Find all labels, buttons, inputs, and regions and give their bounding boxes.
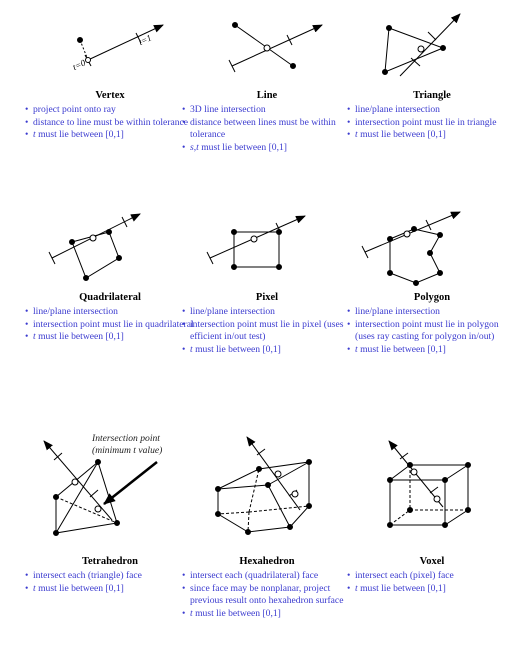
bullet: t must lie between [0,1]	[25, 129, 195, 142]
vertex-projection	[79, 39, 89, 61]
cell-title: Hexahedron	[239, 556, 295, 567]
bullet: 3D line intersection	[182, 104, 352, 117]
bullet: t must lie between [0,1]	[347, 583, 517, 596]
line-endpoint-a	[232, 22, 238, 28]
pixel-ray-tick-a	[206, 251, 214, 265]
bullet: distance between lines must be within to…	[182, 117, 352, 142]
annotation-arrow	[103, 461, 158, 505]
cell-line: Line 3D line intersection distance betwe…	[182, 90, 352, 154]
hexa-ray	[246, 436, 301, 511]
tetrahedron-figure	[43, 440, 158, 536]
bullet: line/plane intersection	[347, 104, 517, 117]
pixel-ray-tick-b	[275, 222, 282, 234]
triangle-ray-tick-b	[427, 31, 437, 41]
bullet: line/plane intersection	[182, 306, 352, 319]
triangle-intersection	[417, 45, 425, 53]
line-ray	[231, 24, 323, 67]
triangle-ray-tick-a	[410, 57, 421, 67]
voxel-figure	[387, 440, 471, 528]
pixel-intersection	[250, 235, 258, 243]
bullet: t must lie between [0,1]	[347, 344, 517, 357]
bullet: project point onto ray	[25, 104, 195, 117]
cell-quadrilateral: Quadrilateral line/plane intersection in…	[25, 292, 195, 344]
cell-polygon: Polygon line/plane intersection intersec…	[347, 292, 517, 356]
cell-pixel: Pixel line/plane intersection intersecti…	[182, 292, 352, 356]
polygon-ray-tick-b	[425, 219, 432, 231]
polygon-shape	[389, 228, 441, 284]
cell-voxel: Voxel intersect each (pixel) face t must…	[347, 556, 517, 595]
bullet-list: project point onto ray distance to line …	[25, 104, 195, 142]
hexahedron-figure	[215, 436, 312, 535]
cell-triangle: Triangle line/plane intersection interse…	[347, 90, 517, 142]
line-segment	[234, 24, 294, 67]
bullet: t must lie between [0,1]	[182, 608, 352, 621]
pixel-figure	[206, 215, 306, 270]
quad-ray	[51, 213, 141, 259]
bullet: intersect each (quadrilateral) face	[182, 570, 352, 583]
bullet: t must lie between [0,1]	[182, 344, 352, 357]
bullet: line/plane intersection	[347, 306, 517, 319]
bullet-list: line/plane intersection intersection poi…	[347, 104, 517, 142]
bullet-list: line/plane intersection intersection poi…	[182, 306, 352, 356]
triangle-shape	[384, 27, 445, 73]
bullet: s,t must lie between [0,1]	[182, 142, 352, 155]
cell-tetrahedron: Tetrahedron intersect each (triangle) fa…	[25, 556, 195, 595]
hexa-outline	[217, 461, 310, 533]
cell-title: Voxel	[419, 556, 445, 567]
cell-vertex: Vertex project point onto ray distance t…	[25, 90, 195, 142]
bullet: intersection point must lie in pixel (us…	[182, 319, 352, 344]
line-ray-tick-end	[286, 34, 293, 46]
line-endpoint-b	[290, 63, 296, 69]
vertex-figure	[77, 24, 164, 67]
bullet-list: intersect each (quadrilateral) face sinc…	[182, 570, 352, 620]
cell-hexahedron: Hexahedron intersect each (quadrilateral…	[182, 556, 352, 620]
cell-title: Vertex	[95, 90, 125, 101]
line-intersection	[263, 44, 271, 52]
triangle-ray	[399, 13, 461, 77]
quad-ray-tick-a	[48, 251, 56, 265]
bullet: since face may be nonplanar, project pre…	[182, 583, 352, 608]
intersection-annotation: Intersection point (minimum t value)	[92, 433, 163, 456]
voxel-front	[389, 479, 446, 526]
bullet: t must lie between [0,1]	[347, 129, 517, 142]
bullet: intersect each (triangle) face	[25, 570, 195, 583]
vertex-tick-t1	[135, 32, 142, 44]
bullet-list: line/plane intersection intersection poi…	[347, 306, 517, 356]
polygon-figure	[361, 211, 461, 286]
cell-title: Quadrilateral	[79, 292, 141, 303]
bullet: t must lie between [0,1]	[25, 583, 195, 596]
bullet: distance to line must be within toleranc…	[25, 117, 195, 130]
vertex-ray	[87, 24, 164, 61]
cell-title: Pixel	[255, 292, 279, 303]
bullet: intersection point must lie in quadrilat…	[25, 319, 195, 332]
polygon-intersection	[403, 230, 411, 238]
bullet-list: intersect each (triangle) face t must li…	[25, 570, 195, 595]
tetra-outline	[55, 461, 118, 534]
bullet: intersection point must lie in triangle	[347, 117, 517, 130]
bullet: t must lie between [0,1]	[25, 331, 195, 344]
pixel-shape	[233, 231, 280, 268]
line-figure	[228, 22, 323, 73]
bullet: intersection point must lie in polygon (…	[347, 319, 517, 344]
bullet: intersect each (pixel) face	[347, 570, 517, 583]
vertex-point	[77, 37, 83, 43]
line-ray-tick-start	[228, 59, 236, 73]
bullet-list: intersect each (pixel) face t must lie b…	[347, 570, 517, 595]
bullet-list: line/plane intersection intersection poi…	[25, 306, 195, 344]
quad-intersection	[89, 234, 97, 242]
cell-title: Polygon	[413, 292, 451, 303]
quadrilateral-figure	[48, 213, 141, 281]
pixel-ray	[209, 215, 306, 259]
cell-title: Line	[256, 90, 278, 101]
polygon-ray	[364, 211, 461, 253]
quad-ray-tick-b	[121, 216, 128, 228]
vertex-projected-point	[85, 57, 91, 63]
bullet: line/plane intersection	[25, 306, 195, 319]
polygon-ray-tick-a	[361, 245, 369, 259]
bullet-list: 3D line intersection distance between li…	[182, 104, 352, 154]
triangle-figure	[382, 13, 461, 77]
cell-title: Triangle	[413, 90, 451, 101]
cell-title: Tetrahedron	[81, 556, 138, 567]
